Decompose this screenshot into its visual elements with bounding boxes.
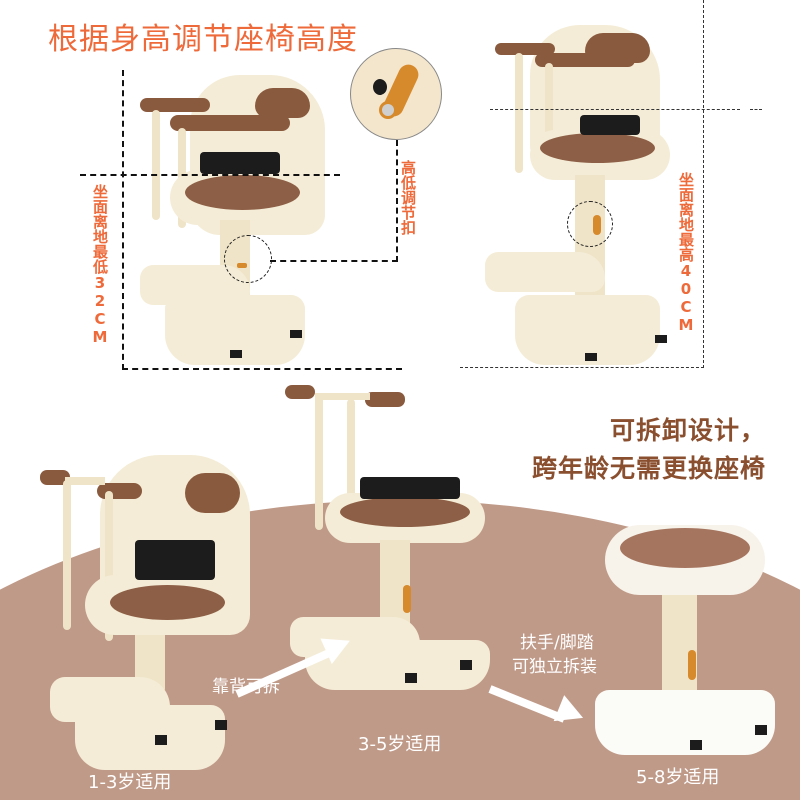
guide-line: [703, 0, 704, 368]
armrest-back: [140, 98, 210, 112]
base: [595, 690, 775, 755]
armrest-footrest-label-2: 可独立拆装: [512, 657, 597, 677]
base-foot: [585, 353, 597, 361]
guide-line: [460, 367, 704, 368]
handle-bar: [315, 393, 370, 400]
armrest-front: [535, 53, 635, 67]
base-foot: [230, 350, 242, 358]
base-foot: [405, 673, 417, 683]
adjust-buckle: [593, 215, 601, 235]
seat-cushion: [340, 497, 470, 527]
base-foot: [155, 735, 167, 745]
handle-bar: [65, 477, 105, 485]
buckle-highlight-circle: [567, 201, 613, 247]
safety-belt: [580, 115, 640, 135]
guide-line: [80, 174, 340, 176]
chair-config-full: [35, 455, 255, 770]
guide-line: [270, 260, 398, 262]
guide-line: [490, 109, 740, 110]
guide-line: [122, 70, 124, 370]
chair-high-position: [485, 15, 685, 370]
chair-low-position: [130, 70, 350, 370]
armrest-footrest-label-1: 扶手/脚踏: [520, 633, 594, 653]
buckle-bolt: [379, 101, 397, 119]
max-height-label: 坐面离地最高40CM: [677, 172, 695, 334]
safety-belt: [135, 540, 215, 580]
guide-line: [396, 140, 398, 262]
chair-config-no-backrest: [285, 385, 495, 695]
buckle-highlight-circle: [224, 235, 272, 283]
age-label-3-5: 3-5岁适用: [358, 734, 442, 755]
chair-config-stool: [590, 520, 780, 760]
seat-cushion: [540, 133, 655, 163]
backrest-pad: [185, 473, 240, 513]
base: [75, 705, 225, 770]
min-height-label: 坐面离地最低32CM: [91, 184, 109, 346]
armrest-front: [170, 115, 290, 131]
seat-cushion: [620, 528, 750, 568]
buckle-hole: [373, 79, 387, 95]
age-label-5-8: 5-8岁适用: [636, 767, 720, 788]
armrest-post-right: [545, 63, 553, 173]
safety-belt: [360, 477, 460, 499]
promo-line-1: 可拆卸设计，: [609, 416, 766, 445]
handle-post-left: [63, 480, 71, 630]
handle-post-right: [347, 399, 355, 534]
footrest: [485, 252, 605, 292]
backrest-pad: [255, 88, 310, 118]
base-foot: [460, 660, 472, 670]
safety-belt: [200, 152, 280, 174]
armrest-post-left: [152, 110, 160, 220]
armrest-post-left: [515, 53, 523, 173]
handle-post-left: [315, 395, 323, 530]
guide-line: [750, 109, 762, 110]
adjust-buckle-label: 高低调节扣: [399, 160, 417, 235]
base-foot: [755, 725, 767, 735]
age-label-1-3: 1-3岁适用: [88, 772, 172, 793]
backrest-removable-label: 靠背可拆: [212, 677, 280, 697]
adjust-buckle: [688, 650, 696, 680]
handle-post-right: [105, 491, 113, 641]
base-foot: [655, 335, 667, 343]
seat-cushion: [185, 175, 300, 210]
handle-grip-right: [97, 483, 142, 499]
handle-grip-left: [285, 385, 315, 399]
buckle-detail-zoom: [350, 48, 442, 140]
promo-text: 可拆卸设计， 跨年龄无需更换座椅: [532, 412, 766, 488]
base: [305, 640, 490, 690]
handle-grip-left: [40, 470, 70, 485]
guide-line: [122, 368, 402, 370]
adjust-buckle: [403, 585, 411, 613]
base-foot: [215, 720, 227, 730]
handle-grip-right: [365, 392, 405, 407]
page-title: 根据身高调节座椅高度: [48, 22, 358, 57]
base-foot: [290, 330, 302, 338]
armrest-back: [495, 43, 555, 55]
base-foot: [690, 740, 702, 750]
promo-line-2: 跨年龄无需更换座椅: [531, 454, 766, 483]
seat-cushion: [110, 585, 225, 620]
